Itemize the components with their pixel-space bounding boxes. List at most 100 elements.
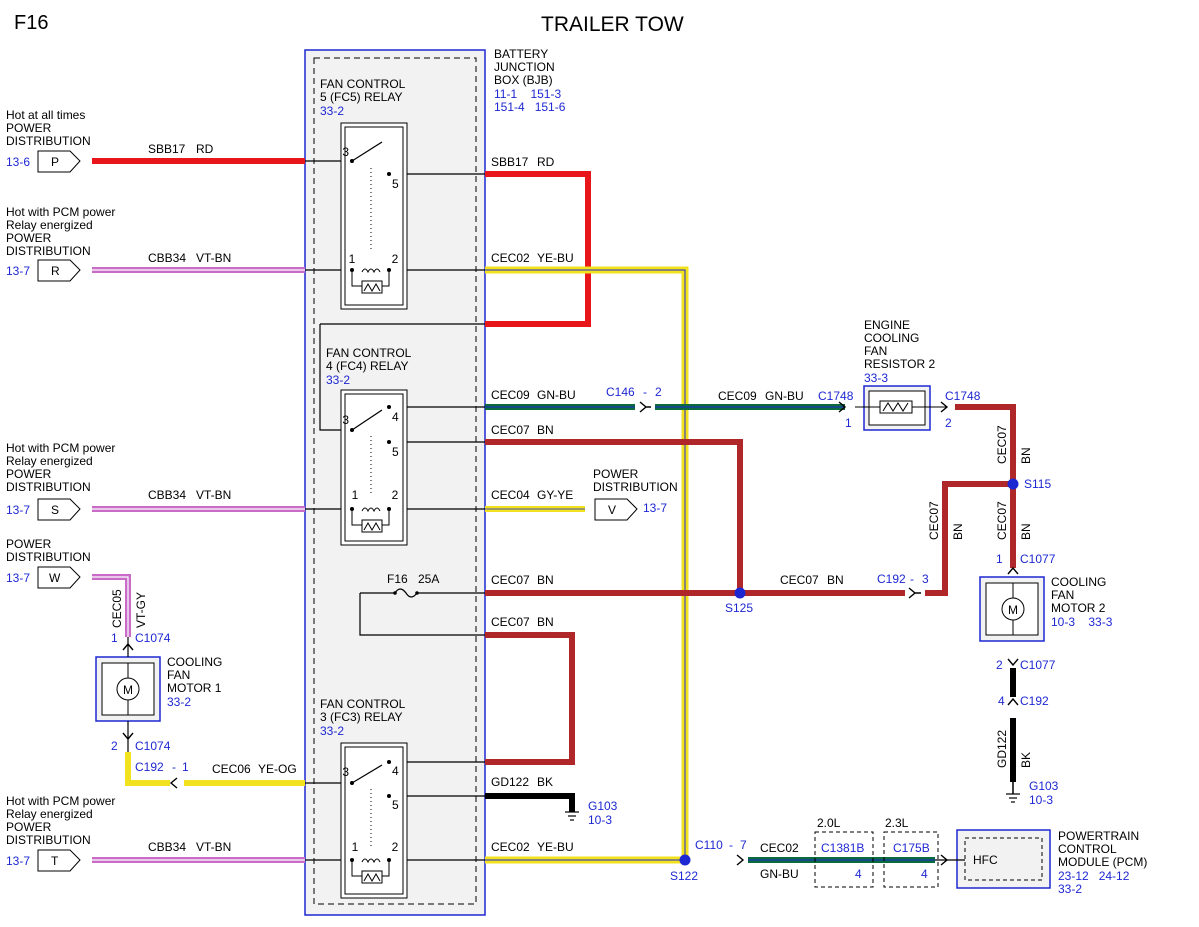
wire-label-cec07-d: CEC07 <box>491 615 530 629</box>
fc3-label-1: FAN CONTROL <box>320 697 406 711</box>
pcm-label-2: CONTROL <box>1058 842 1117 856</box>
fc4-pin-5: 5 <box>392 445 399 459</box>
conn-c1074-a[interactable]: C1074 <box>135 631 171 645</box>
fc3-ref[interactable]: 33-2 <box>320 724 344 738</box>
source-w-ref[interactable]: 13-7 <box>6 571 30 585</box>
fc5-ref[interactable]: 33-2 <box>320 104 344 118</box>
source-r-line-1: Hot with PCM power <box>6 205 115 219</box>
conn-c192-b[interactable]: C192 <box>1020 694 1049 708</box>
wires <box>92 158 1016 864</box>
conn-c1077-b[interactable]: C1077 <box>1020 658 1056 672</box>
motor-2-symbol: M <box>1008 603 1018 617</box>
source-s-letter: S <box>51 503 59 517</box>
conn-c1077-a[interactable]: C1077 <box>1020 552 1056 566</box>
resistor-label-4: RESISTOR 2 <box>864 357 935 371</box>
conn-c1748-b[interactable]: C1748 <box>945 389 981 403</box>
power-v-letter: V <box>608 503 616 517</box>
ground-g103-a-ref[interactable]: 10-3 <box>588 813 612 827</box>
source-p-letter: P <box>51 155 59 169</box>
motor1-label-2: FAN <box>167 668 190 682</box>
motor1-ref[interactable]: 33-2 <box>167 695 191 709</box>
splice-s115[interactable] <box>1007 478 1019 490</box>
ground-g103-b-ref[interactable]: 10-3 <box>1029 793 1053 807</box>
power-dist-v[interactable]: V <box>594 498 638 521</box>
page-id: F16 <box>14 12 48 34</box>
fc5-label-1: FAN CONTROL <box>320 77 406 91</box>
source-r[interactable]: R <box>37 259 81 282</box>
conn-c1077-a-pin: 1 <box>996 552 1003 566</box>
wire-label-cbb34-t: CBB34 <box>148 840 186 854</box>
wire-cec06 <box>125 752 305 786</box>
splice-s122[interactable] <box>679 854 691 866</box>
pcm-refs-2[interactable]: 33-2 <box>1058 882 1082 896</box>
wire-cec07-fc3 <box>485 632 575 765</box>
source-p[interactable]: P <box>37 150 81 173</box>
ground-g103-b[interactable]: G103 <box>1029 779 1059 793</box>
fc4-pin-2: 2 <box>392 488 399 502</box>
conn-c110[interactable]: C110 <box>695 838 723 852</box>
power-v-ref[interactable]: 13-7 <box>643 501 667 515</box>
conn-c146[interactable]: C146 <box>606 385 635 399</box>
conn-c192-c-dash: - <box>172 760 176 774</box>
motor1-label-3: MOTOR 1 <box>167 681 222 695</box>
fan-motor-2[interactable]: M <box>979 576 1045 642</box>
splice-s115-label[interactable]: S115 <box>1024 477 1051 491</box>
splice-s125-label[interactable]: S125 <box>725 601 753 615</box>
wire-cec07-192 <box>925 481 1013 596</box>
source-t-ref[interactable]: 13-7 <box>6 854 30 868</box>
wire-label-cbb34-s: CBB34 <box>148 488 186 502</box>
pcm-module[interactable]: HFC <box>956 829 1051 889</box>
ground-g103-a[interactable]: G103 <box>588 799 618 813</box>
connector-arrows <box>122 401 1019 866</box>
fc3-pin-2: 2 <box>392 840 399 854</box>
fc4-pin-3: 3 <box>342 413 349 427</box>
wire-label-yebu-bot: YE-BU <box>537 840 574 854</box>
source-s[interactable]: S <box>37 498 81 521</box>
wire-label-yebu-top: YE-BU <box>537 251 574 265</box>
splice-s125[interactable] <box>734 587 746 599</box>
wire-label-cec07-a: CEC07 <box>491 423 530 437</box>
source-r-ref[interactable]: 13-7 <box>6 264 30 278</box>
wire-label-vtgy: VT-GY <box>134 592 148 628</box>
bjb-refs-1[interactable]: 11-1 151-3 <box>494 87 561 101</box>
conn-c192-c[interactable]: C192 <box>135 760 164 774</box>
wire-label-bk-b: BK <box>1019 752 1033 768</box>
relay-fc4 <box>340 389 408 546</box>
conn-c192-b-pin: 4 <box>998 694 1005 708</box>
motor2-ref[interactable]: 10-3 33-3 <box>1051 615 1113 629</box>
pcm-refs-1[interactable]: 23-12 24-12 <box>1058 869 1130 883</box>
motor-1-symbol: M <box>123 683 133 697</box>
fan-motor-1[interactable]: M <box>95 656 161 722</box>
source-w[interactable]: W <box>37 566 81 589</box>
conn-c175b[interactable]: C175B <box>893 841 930 855</box>
wire-label-bn-b: BN <box>537 573 554 587</box>
source-t-line-2: Relay energized <box>6 807 93 821</box>
wire-label-yeog: YE-OG <box>258 762 297 776</box>
wire-label-cec04: CEC04 <box>491 488 530 502</box>
wire-label-gnbu-a: GN-BU <box>537 388 576 402</box>
resistor-ref[interactable]: 33-3 <box>864 371 888 385</box>
fc3-pin-5: 5 <box>392 798 399 812</box>
bjb-label-3: BOX (BJB) <box>494 73 553 87</box>
fc4-ref[interactable]: 33-2 <box>326 373 350 387</box>
source-t-line-4: DISTRIBUTION <box>6 833 91 847</box>
conn-c1381b[interactable]: C1381B <box>821 841 864 855</box>
source-p-ref[interactable]: 13-6 <box>6 155 30 169</box>
wire-label-gd122-a: GD122 <box>491 775 529 789</box>
conn-c1074-b[interactable]: C1074 <box>135 739 171 753</box>
fan-resistor-2[interactable] <box>855 385 947 431</box>
wire-label-bn-f: BN <box>951 523 965 540</box>
source-w-line-2: DISTRIBUTION <box>6 550 91 564</box>
bjb-refs-2[interactable]: 151-4 151-6 <box>494 100 566 114</box>
conn-c192-a[interactable]: C192 <box>877 572 906 586</box>
splice-s122-label[interactable]: S122 <box>670 869 698 883</box>
fc5-pin-5: 5 <box>392 177 399 191</box>
motor2-label-3: MOTOR 2 <box>1051 601 1106 615</box>
source-p-line-1: Hot at all times <box>6 108 85 122</box>
conn-c1748-a[interactable]: C1748 <box>818 389 854 403</box>
source-t[interactable]: T <box>37 849 81 872</box>
wire-label-cec05: CEC05 <box>110 589 124 628</box>
source-s-ref[interactable]: 13-7 <box>6 503 30 517</box>
motor2-label-1: COOLING <box>1051 575 1106 589</box>
